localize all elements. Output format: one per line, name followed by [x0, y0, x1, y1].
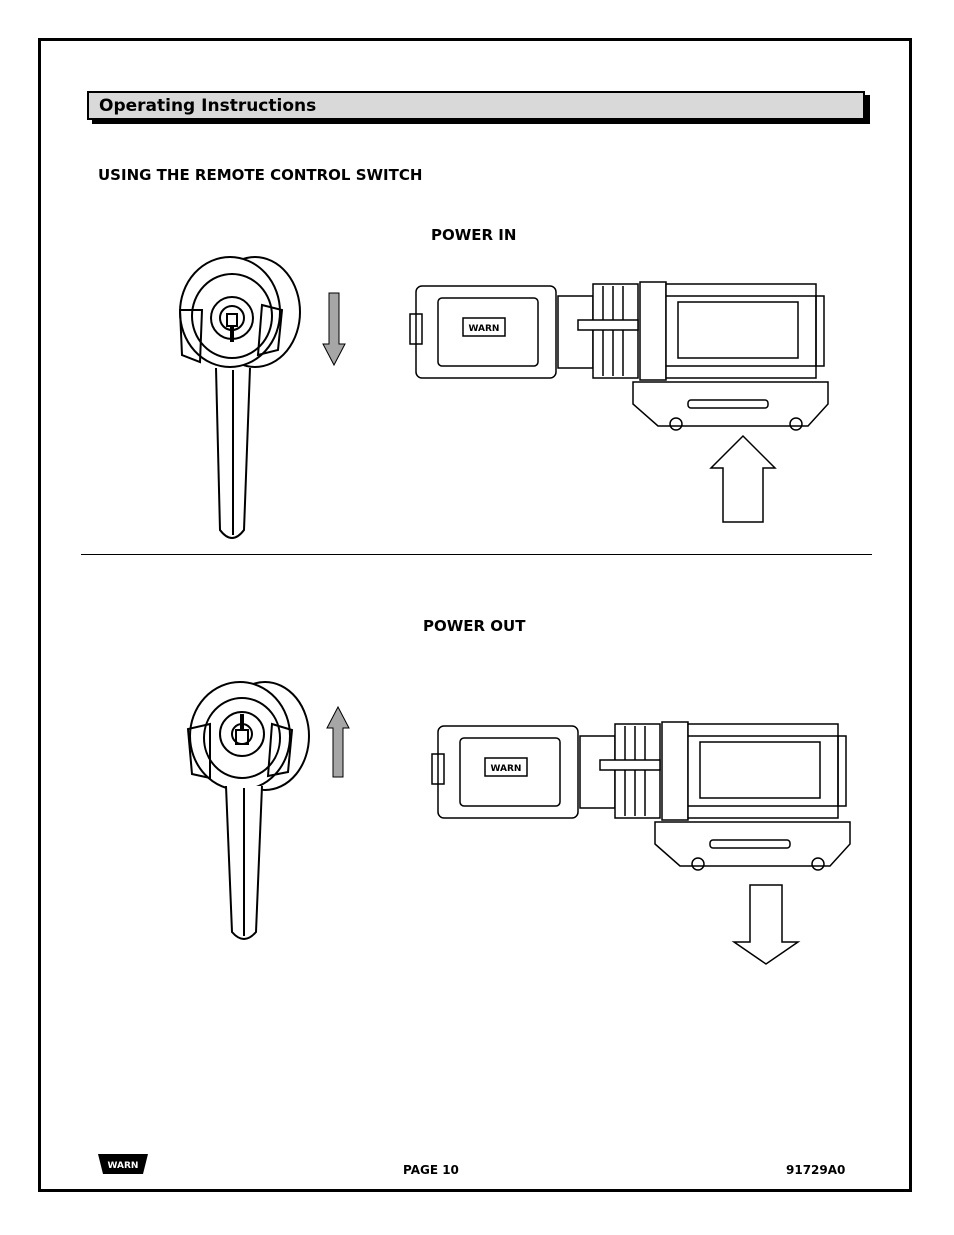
remote-switch-icon	[178, 256, 301, 539]
section-header: Operating Instructions	[87, 91, 865, 120]
arrow-up-icon	[326, 705, 350, 778]
arrow-up-icon	[709, 434, 777, 523]
power-out-label: POWER OUT	[423, 617, 526, 635]
remote-switch-icon	[186, 681, 310, 940]
arrow-down-icon	[731, 884, 801, 965]
winch-brand-text: WARN	[469, 324, 500, 334]
winch-icon: WARN	[431, 721, 851, 871]
page-number: PAGE 10	[403, 1163, 459, 1177]
subheading: USING THE REMOTE CONTROL SWITCH	[98, 166, 423, 184]
document-number: 91729A0	[786, 1163, 846, 1177]
section-title: Operating Instructions	[99, 96, 317, 116]
arrow-down-icon	[322, 292, 346, 367]
footer-logo-text: WARN	[108, 1161, 139, 1171]
winch-icon: WARN	[409, 281, 829, 431]
page-frame	[38, 38, 912, 1192]
winch-brand-text: WARN	[491, 764, 522, 774]
power-in-label: POWER IN	[431, 226, 517, 244]
section-divider	[81, 554, 872, 555]
warn-logo-icon: WARN	[98, 1154, 148, 1174]
